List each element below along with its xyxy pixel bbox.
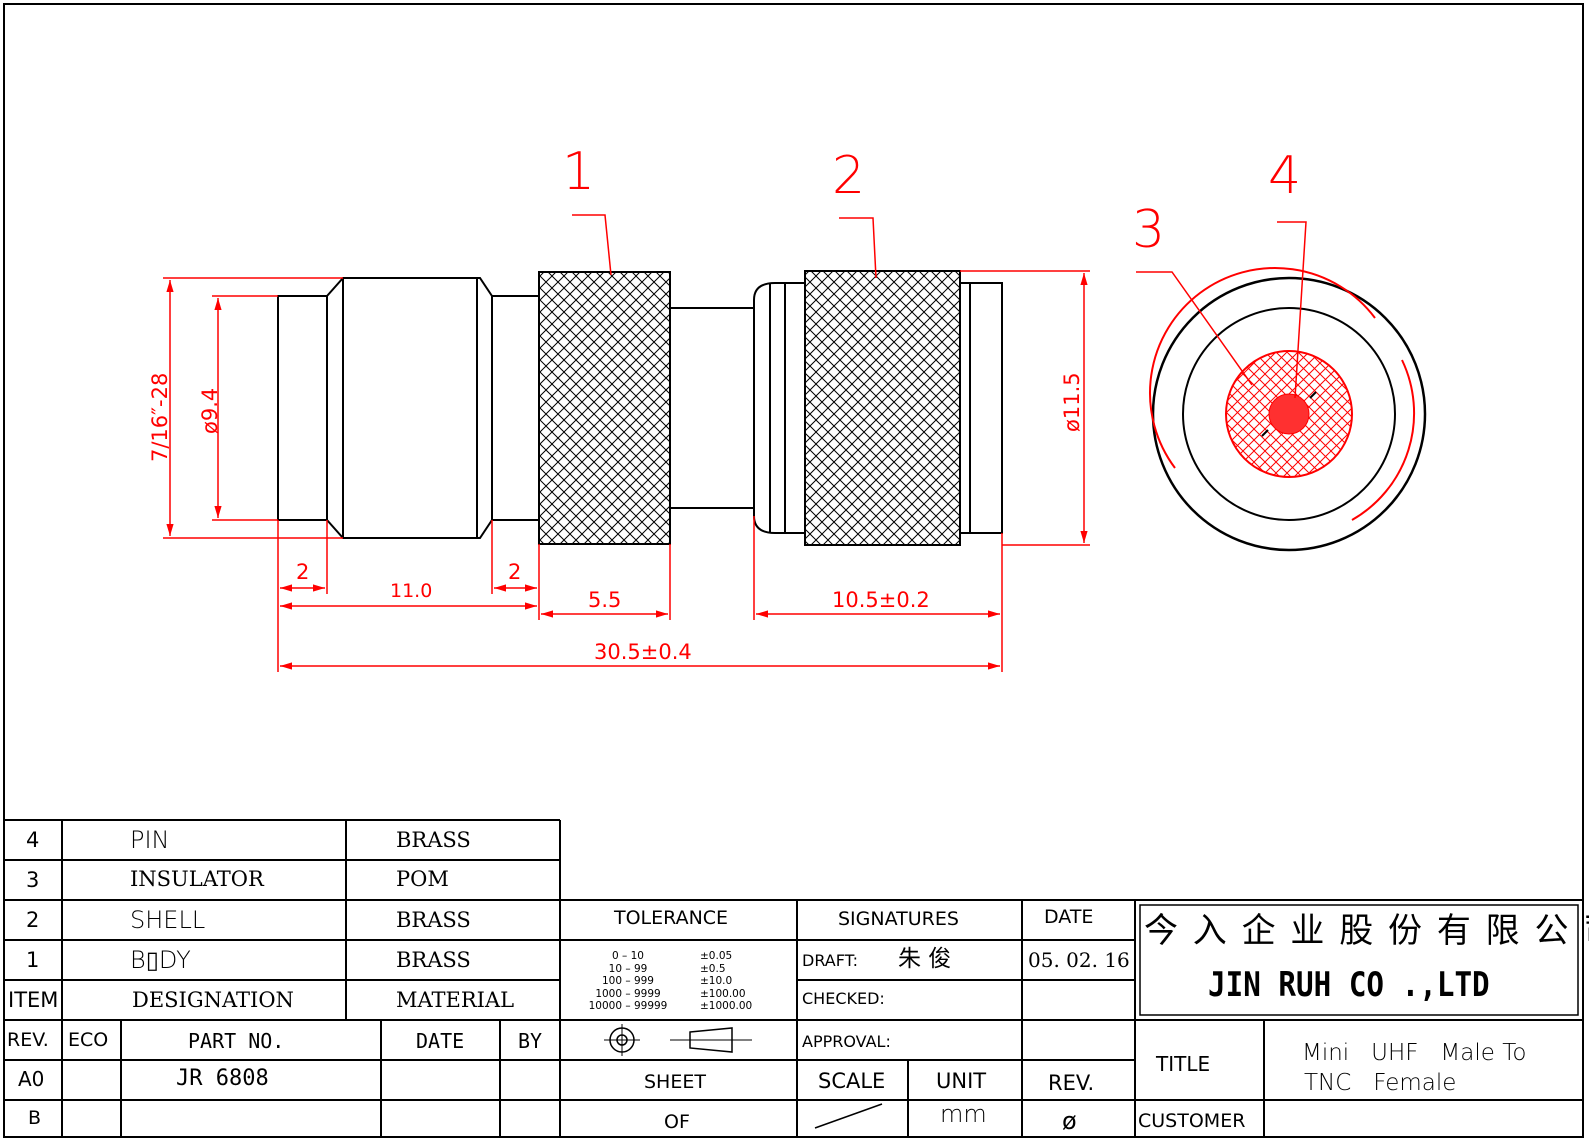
dim-2-left-label: 2 — [296, 560, 310, 584]
bom-header-designation: DESIGNATION — [132, 988, 294, 1012]
balloon-4: 4 — [1268, 146, 1302, 206]
center-pin — [1268, 393, 1310, 435]
bom-designation-2: SHELL — [130, 906, 206, 934]
bom-material-1: BRASS — [396, 948, 471, 972]
bom-header-item: ITEM — [8, 988, 59, 1012]
rev-row-a0: A0 — [18, 1067, 45, 1091]
balloon-1: 1 — [562, 142, 596, 202]
outer-ring — [1151, 276, 1427, 552]
draft-name: 朱 俊 — [898, 946, 952, 972]
signatures-date-label: DATE — [1044, 906, 1094, 928]
unit-value: mm — [940, 1100, 987, 1128]
dim-thread-label: 7/16″-28 — [148, 372, 172, 462]
thread-arc-left — [1149, 267, 1376, 469]
draft-date: 05. 02. 16 — [1028, 948, 1130, 972]
bom-item-1: 1 — [26, 948, 40, 972]
tolerance-ranges: 0 – 10 10 – 99 100 – 999 1000 – 9999 100… — [588, 950, 668, 1012]
dim-10-5-label: 10.5±0.2 — [832, 588, 930, 612]
bom-material-3: POM — [396, 867, 449, 891]
rev-header-date: DATE — [416, 1029, 465, 1053]
rev-header-eco: ECO — [68, 1029, 109, 1051]
drawing-border — [3, 3, 1584, 1138]
rev-header-part-no: PART NO. — [188, 1029, 285, 1053]
sheet-label: SHEET — [644, 1071, 706, 1093]
rev-value: ø — [1062, 1107, 1077, 1135]
rev-row-b: B — [28, 1107, 42, 1129]
title-line-1: Mini UHF Male To — [1302, 1040, 1527, 1066]
bom-item-3: 3 — [26, 868, 40, 892]
draft-label: DRAFT: — [802, 951, 859, 970]
balloon-2: 2 — [832, 146, 866, 206]
bom-header-material: MATERIAL — [396, 988, 515, 1012]
dim-5-5-label: 5.5 — [588, 588, 622, 612]
connector-front-view — [1149, 267, 1427, 552]
approval-label: APPROVAL: — [802, 1032, 891, 1051]
bom-item-2: 2 — [26, 908, 40, 932]
scale-label: SCALE — [818, 1069, 886, 1093]
dimension-lines — [163, 214, 1307, 672]
rev-label: REV. — [1048, 1071, 1095, 1095]
shell-collar — [753, 282, 806, 534]
bom-designation-1: B▯DY — [130, 946, 191, 974]
bom-material-4: BRASS — [396, 828, 471, 852]
signatures-label: SIGNATURES — [838, 908, 959, 930]
bom-item-4: 4 — [26, 828, 40, 852]
bom-designation-3: INSULATOR — [130, 867, 264, 891]
left-end-collar — [277, 295, 328, 521]
title-block-grid — [4, 819, 1583, 1137]
shell-ring — [1182, 307, 1396, 521]
neck — [491, 295, 540, 521]
title-line-2: TNC Female — [1304, 1070, 1457, 1096]
unit-label: UNIT — [936, 1069, 987, 1093]
company-name-cn: 今 入 企 业 股 份 有 限 公 司 — [1144, 911, 1589, 951]
of-label: OF — [664, 1111, 690, 1133]
bom-designation-4: PIN — [130, 826, 170, 854]
tolerance-label: TOLERANCE — [614, 907, 729, 929]
rev-header-rev: REV. — [7, 1029, 49, 1051]
right-end — [959, 282, 1003, 534]
dim-11-label: 11.0 — [390, 580, 433, 602]
customer-label: CUSTOMER — [1138, 1110, 1246, 1132]
rev-header-by: BY — [518, 1029, 543, 1053]
bom-material-2: BRASS — [396, 908, 471, 932]
rev-row-a0-part: JR 6808 — [176, 1066, 269, 1091]
dim-total-label: 30.5±0.4 — [594, 640, 692, 664]
title-label: TITLE — [1156, 1052, 1211, 1076]
knurl-body-1 — [538, 271, 671, 545]
dim-11-5-label: ø11.5 — [1060, 372, 1084, 432]
dim-9-4-label: ø9.4 — [198, 387, 222, 434]
dim-2-right-label: 2 — [508, 560, 522, 584]
checked-label: CHECKED: — [802, 989, 885, 1008]
tolerance-values: ±0.05 ±0.5 ±10.0 ±100.00 ±1000.00 — [700, 950, 753, 1012]
company-name-en: JIN RUH CO .,LTD — [1208, 965, 1490, 1005]
connector-side-view — [277, 270, 1003, 546]
thread-arc-right — [1351, 359, 1416, 521]
thread-body — [326, 277, 493, 539]
knurl-shell-2 — [804, 270, 961, 546]
balloon-3: 3 — [1132, 200, 1166, 260]
middle-shaft — [669, 307, 755, 509]
